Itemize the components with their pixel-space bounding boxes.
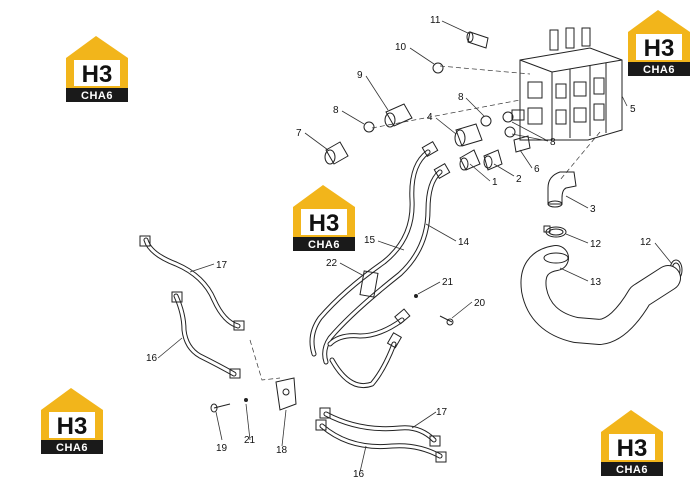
hose-13 (520, 245, 681, 345)
logo-bottom-left: H3 CHA6 (41, 388, 103, 454)
washer-21b (244, 398, 248, 402)
logo-main-text: H3 (57, 413, 88, 440)
label-1: 1 (492, 177, 498, 188)
label-21-upper: 21 (442, 277, 454, 288)
logo-center: H3 CHA6 (293, 185, 355, 251)
fitting-1 (459, 149, 481, 171)
oring-8d (504, 126, 516, 138)
label-6: 6 (534, 164, 540, 175)
logo-top-right: H3 CHA6 (628, 10, 690, 76)
fitting-9 (384, 103, 413, 128)
label-8-top: 8 (458, 92, 464, 103)
fitting-11 (466, 31, 489, 49)
label-13: 13 (590, 277, 602, 288)
label-14: 14 (458, 237, 470, 248)
logo-sub-text: CHA6 (643, 64, 675, 76)
label-7: 7 (296, 128, 302, 139)
oring-8a (363, 121, 375, 133)
bolt-19 (210, 403, 231, 413)
hose-15 (309, 140, 439, 357)
dash-line-bracket (249, 339, 281, 381)
clamp-22 (359, 270, 379, 298)
oring-8b (480, 115, 492, 127)
dash-line-mid (371, 99, 521, 129)
logo-sub-text: CHA6 (308, 239, 340, 251)
dash-line-top (439, 65, 531, 75)
hose-branch-lower (327, 308, 411, 388)
label-3: 3 (590, 204, 596, 215)
label-16-bottom: 16 (353, 469, 365, 480)
logo-main-text: H3 (644, 35, 675, 62)
logo-main-text: H3 (82, 61, 113, 88)
label-21-lower: 21 (244, 435, 256, 446)
logo-main-text: H3 (309, 210, 340, 237)
bracket-18 (275, 377, 297, 411)
label-17-bottom: 17 (436, 407, 448, 418)
label-12-right: 12 (640, 237, 652, 248)
label-8-left: 8 (333, 105, 339, 116)
hose-16-bottom (315, 419, 447, 463)
label-5: 5 (630, 104, 636, 115)
clamp-12a (543, 225, 567, 238)
label-19: 19 (216, 443, 228, 454)
leader-lines (157, 20, 673, 473)
elbow-3 (547, 171, 577, 208)
bolt-20 (439, 315, 454, 326)
logo-bottom-right: H3 CHA6 (601, 410, 663, 476)
logo-main-text: H3 (617, 435, 648, 462)
hose-14 (322, 162, 451, 365)
label-15: 15 (364, 235, 376, 246)
logo-sub-text: CHA6 (56, 442, 88, 454)
fitting-4 (454, 123, 483, 147)
label-22: 22 (326, 258, 338, 269)
fitting-7 (324, 141, 349, 165)
label-11: 11 (430, 15, 441, 26)
label-17-left: 17 (216, 260, 228, 271)
hose-17-bottom (319, 407, 441, 447)
logo-sub-text: CHA6 (616, 464, 648, 476)
label-2: 2 (516, 174, 522, 185)
fitting-6 (513, 135, 531, 153)
oring-8c (502, 111, 514, 123)
fitting-2 (483, 149, 503, 171)
oring-10 (432, 62, 444, 74)
label-12-mid: 12 (590, 239, 602, 250)
label-20: 20 (474, 298, 486, 309)
hose-17-left (139, 235, 245, 331)
hose-16-left (171, 291, 241, 379)
label-16-left: 16 (146, 353, 158, 364)
label-4: 4 (427, 112, 433, 123)
label-10: 10 (395, 42, 407, 53)
label-18: 18 (276, 445, 288, 456)
part-labels: 11 10 9 8 7 8 4 8 5 6 2 1 3 12 13 12 14 … (146, 15, 652, 480)
washer-21a (414, 294, 418, 298)
control-valve (511, 27, 623, 141)
label-9: 9 (357, 70, 363, 81)
logo-top-left: H3 CHA6 (66, 36, 128, 102)
label-8-right: 8 (550, 137, 556, 148)
logo-sub-text: CHA6 (81, 90, 113, 102)
dash-line-low (559, 131, 601, 181)
